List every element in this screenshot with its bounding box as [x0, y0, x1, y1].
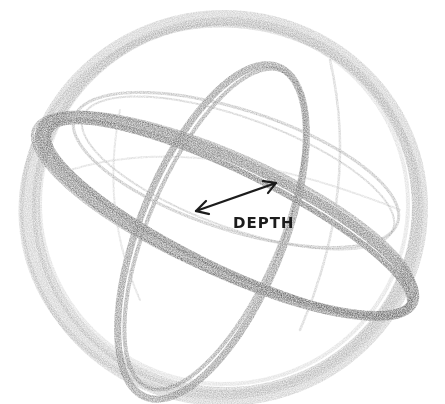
depth-label: DEPTH [233, 214, 294, 232]
sphere-outline [21, 18, 421, 398]
